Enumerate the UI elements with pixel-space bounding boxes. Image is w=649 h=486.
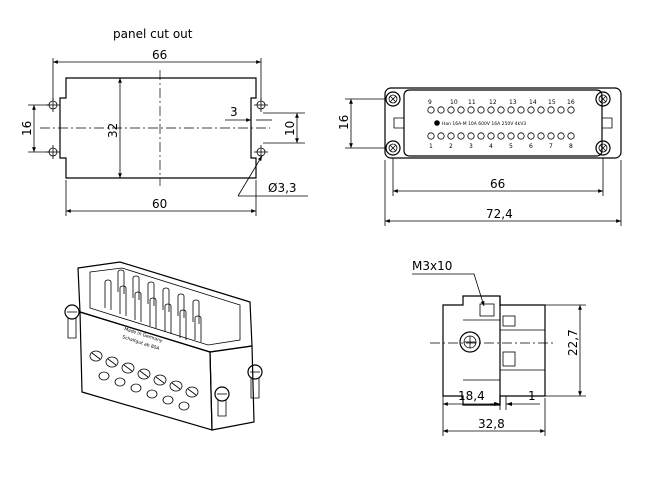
pin-label: 15 [548, 99, 556, 106]
dim-side-height-22-7: 22,7 [566, 329, 580, 356]
dim-front-width-72-4: 72,4 [486, 207, 513, 221]
side-view: M3x10 22,7 18,4 [412, 259, 586, 436]
iso-housing-front [79, 311, 213, 431]
front-latch-right [601, 117, 613, 129]
pin-label: 13 [509, 99, 517, 106]
pin-label: 3 [469, 143, 473, 150]
iso-fixing-screw-left [64, 304, 80, 339]
dim-cutout-width-60: 60 [152, 197, 167, 211]
cutout-outline [59, 77, 257, 179]
pin-label: 12 [489, 99, 497, 106]
iso-pins [104, 269, 202, 342]
pin-label: 5 [509, 143, 513, 150]
pin-label: 2 [449, 143, 453, 150]
pin-label: 6 [529, 143, 533, 150]
front-insert-body [403, 89, 603, 157]
pin-label: 7 [549, 143, 553, 150]
pin-label: 4 [489, 143, 493, 150]
iso-opening [89, 267, 241, 346]
pin-label: 16 [567, 99, 575, 106]
dim-side-depth-18-4: 18,4 [458, 389, 485, 403]
dim-front-height-16: 16 [337, 115, 351, 130]
dim-side-depth-32-8: 32,8 [478, 417, 505, 431]
panel-cutout-view: panel cut out 66 16 32 [20, 27, 308, 216]
isometric-view: Made in Germany Schaltgut ab 80A [64, 261, 263, 431]
dim-side-gap-1: 1 [528, 389, 536, 403]
dim-cutout-height-10: 10 [283, 121, 297, 136]
side-terminal-screw-icon [459, 331, 481, 353]
pin-label: 8 [569, 143, 573, 150]
ground-symbol-icon [434, 120, 440, 126]
dim-cutout-offset-3: 3 [230, 105, 238, 119]
dim-cutout-height-16: 16 [20, 121, 34, 136]
corner-screw-br [595, 140, 611, 156]
panel-cutout-title: panel cut out [113, 27, 193, 41]
front-flange [384, 87, 622, 159]
corner-screw-bl [385, 140, 401, 156]
dim-front-width-66: 66 [490, 177, 505, 191]
rating-marking: Han 16A-M 10A 600V 16A 250V 4kV3 [442, 121, 526, 127]
front-view: 9 10 11 12 13 14 15 16 1 2 3 4 5 6 7 8 H… [337, 87, 622, 226]
top-contact-row [427, 106, 575, 114]
bottom-contact-row [427, 132, 575, 140]
corner-screw-tr [595, 91, 611, 107]
iso-terminal-screws [89, 350, 199, 411]
iso-fixing-screw-right [247, 364, 263, 399]
iso-fixing-screw-front [214, 386, 230, 417]
iso-housing-side [209, 345, 255, 431]
pin-label: 9 [428, 99, 432, 106]
dim-hole-diameter: Ø3,3 [268, 181, 297, 195]
label-screw-m3x10: M3x10 [412, 259, 452, 273]
corner-screw-tl [385, 91, 401, 107]
pin-label: 1 [429, 143, 433, 150]
dim-cutout-width-66: 66 [152, 48, 167, 62]
pin-label: 10 [450, 99, 458, 106]
pin-label: 14 [529, 99, 537, 106]
pin-label: 11 [468, 99, 476, 106]
side-clip-top [479, 303, 495, 317]
front-latch-left [393, 117, 405, 129]
dim-cutout-height-32: 32 [106, 123, 120, 138]
